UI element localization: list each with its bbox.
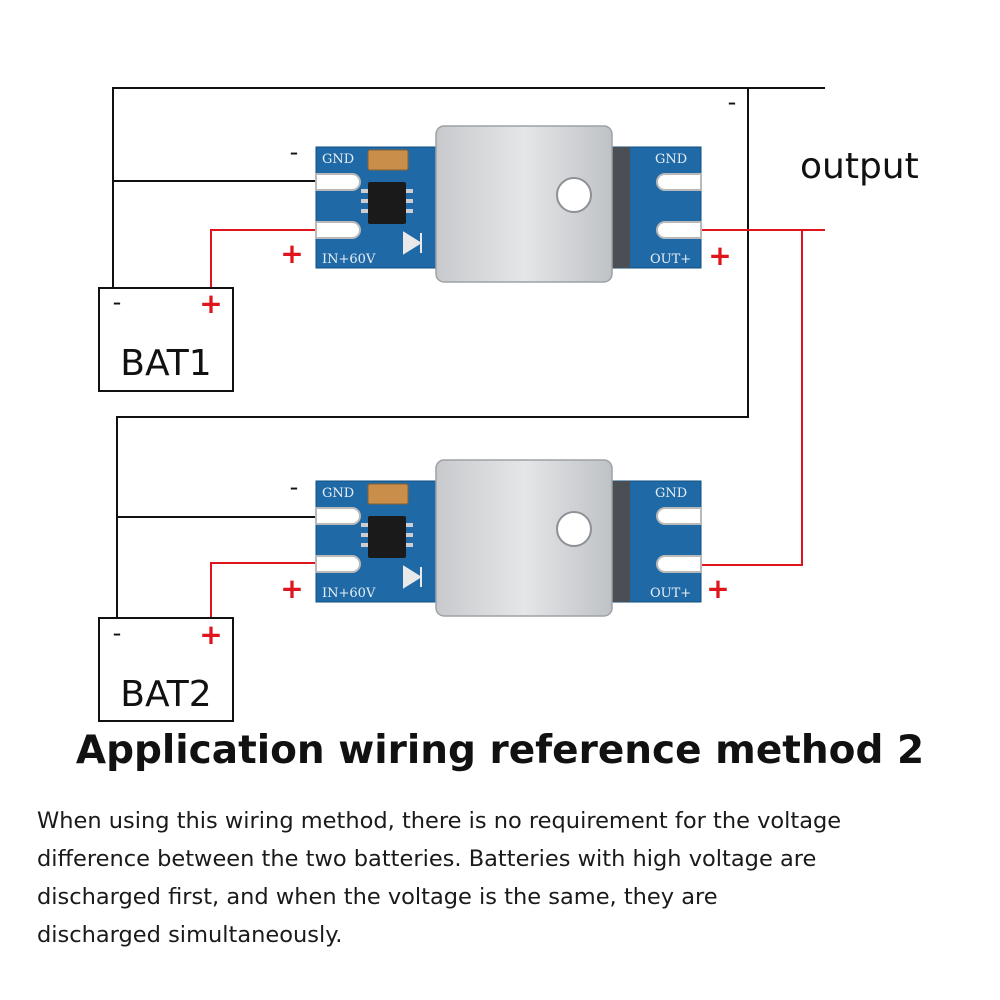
module1-out-plus: + [708, 239, 731, 272]
description-line: difference between the two batteries. Ba… [37, 846, 817, 872]
module2-out-plus: + [706, 572, 729, 605]
bat2-plus: + [199, 618, 222, 651]
gnd-out-slot [656, 507, 702, 525]
bat1-minus: - [113, 288, 122, 316]
description-line: discharged simultaneously. [37, 922, 343, 948]
negative-wiring [112, 87, 825, 618]
bat1-positive-wire [210, 229, 340, 288]
diode-module-1: GND IN+60V GND OUT+ - + - + [280, 88, 737, 283]
ic-chip [368, 182, 406, 224]
mosfet-tab [612, 147, 630, 268]
description-line: When using this wiring method, there is … [37, 808, 842, 834]
gnd-in-label: GND [322, 486, 354, 501]
bat2-positive-wire [210, 562, 340, 618]
gnd-in-slot [315, 173, 361, 191]
page-title: Application wiring reference method 2 [75, 728, 925, 773]
gnd-in-slot [315, 507, 361, 525]
in-plus-slot [315, 555, 361, 573]
diode-symbol [403, 231, 422, 255]
gnd-in-label: GND [322, 152, 354, 167]
gnd-out-label: GND [655, 486, 687, 501]
wiring-diagram: - + BAT1 - + BAT2 GND IN+60V GND OUT+ - … [98, 87, 919, 722]
diode-symbol [403, 565, 422, 589]
module2-out-wire [660, 230, 803, 566]
out-label: OUT+ [650, 586, 691, 601]
in-label: IN+60V [322, 252, 376, 267]
module1-in-plus: + [280, 237, 303, 270]
bat2-label: BAT2 [120, 674, 211, 715]
bat2-minus: - [113, 619, 122, 647]
gnd-out-label: GND [655, 152, 687, 167]
output-label: output [800, 146, 919, 187]
heatsink [435, 459, 613, 617]
description: When using this wiring method, there is … [37, 802, 977, 954]
mounting-hole [556, 511, 592, 547]
bat1-label: BAT1 [120, 343, 211, 384]
gnd-out-slot [656, 173, 702, 191]
in-label: IN+60V [322, 586, 376, 601]
battery-bat1: - + BAT1 [98, 287, 234, 392]
module2-in-plus: + [280, 572, 303, 605]
top-negative-wire [112, 87, 825, 288]
diode-module-2: GND IN+60V GND OUT+ - + + [280, 459, 730, 617]
mosfet-tab [612, 481, 630, 602]
out-plus-slot [656, 555, 702, 573]
module1-out-minus: - [728, 88, 737, 116]
bat1-plus: + [199, 287, 222, 320]
heatsink [435, 125, 613, 283]
ic-chip [368, 516, 406, 558]
description-line: discharged first, and when the voltage i… [37, 884, 718, 910]
module1-in-minus: - [290, 138, 299, 166]
smd-capacitor [367, 483, 409, 505]
out-plus-slot [656, 221, 702, 239]
battery-bat2: - + BAT2 [98, 617, 234, 722]
out-label: OUT+ [650, 252, 691, 267]
in-plus-slot [315, 221, 361, 239]
smd-capacitor [367, 149, 409, 171]
mounting-hole [556, 177, 592, 213]
module2-in-minus: - [290, 473, 299, 501]
